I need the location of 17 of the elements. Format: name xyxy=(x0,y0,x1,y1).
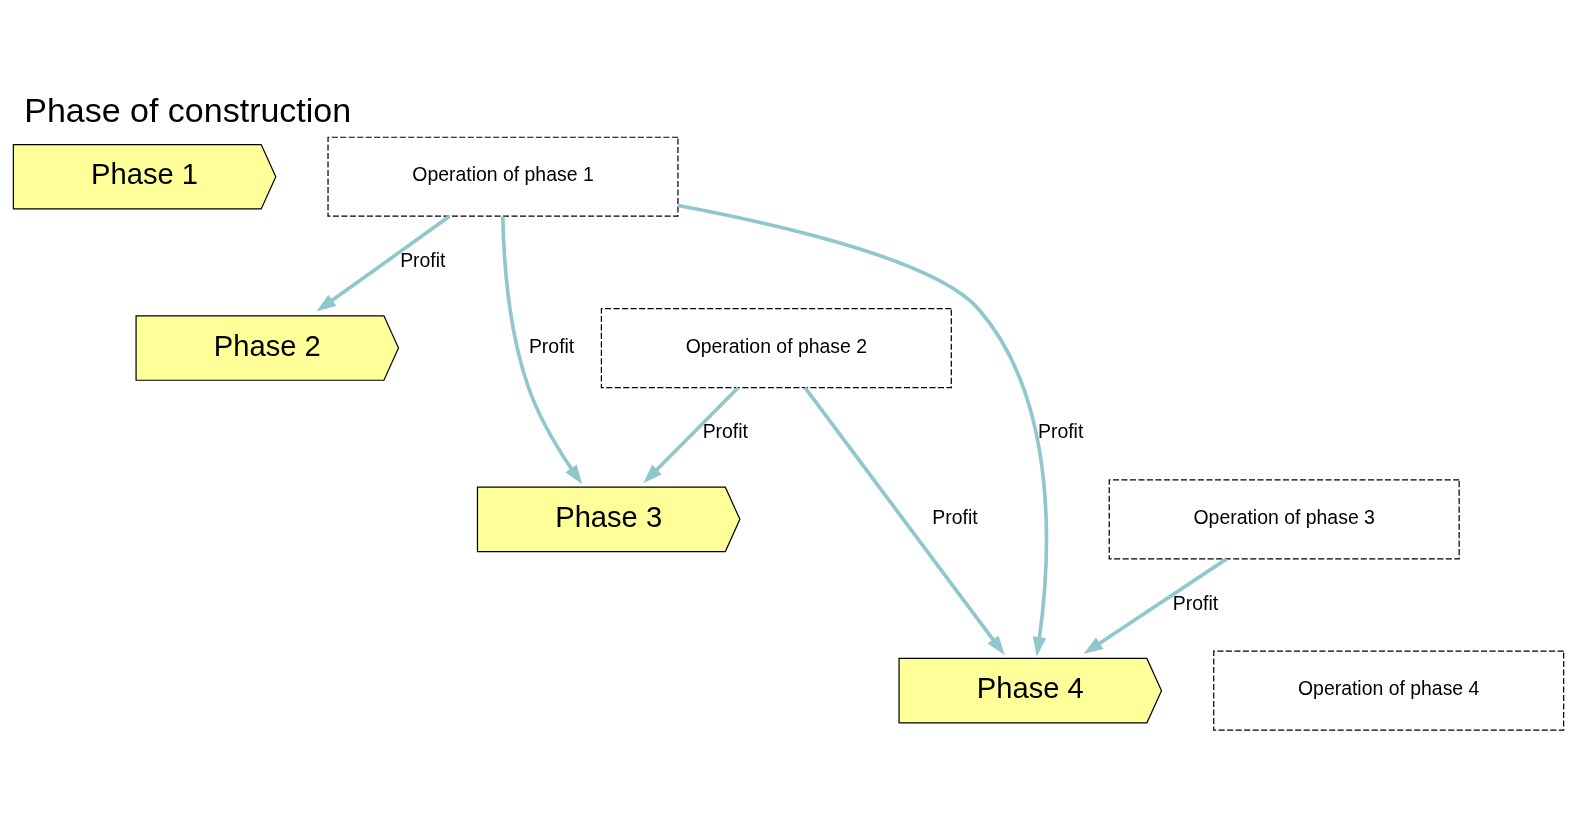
edge-label: Profit xyxy=(932,505,978,528)
arrow xyxy=(677,203,1049,657)
node-box: Operation of phase 2 xyxy=(600,307,952,389)
arrow xyxy=(1083,557,1228,654)
edge-label: Profit xyxy=(702,420,748,443)
node-box: Operation of phase 3 xyxy=(1108,479,1460,560)
edge-label: Profit xyxy=(528,334,575,357)
diagram-title: Phase of construction xyxy=(24,90,352,129)
edge-label: Profit xyxy=(400,249,446,271)
arrow xyxy=(643,386,740,484)
edge-label: Profit xyxy=(1037,420,1084,443)
edge-label: Profit xyxy=(1172,591,1219,614)
arrow xyxy=(501,216,583,485)
arrow xyxy=(803,386,1005,656)
node-box: Operation of phase 4 xyxy=(1213,650,1565,731)
node-box: Operation of phase 1 xyxy=(327,136,679,217)
arrow xyxy=(316,214,451,312)
